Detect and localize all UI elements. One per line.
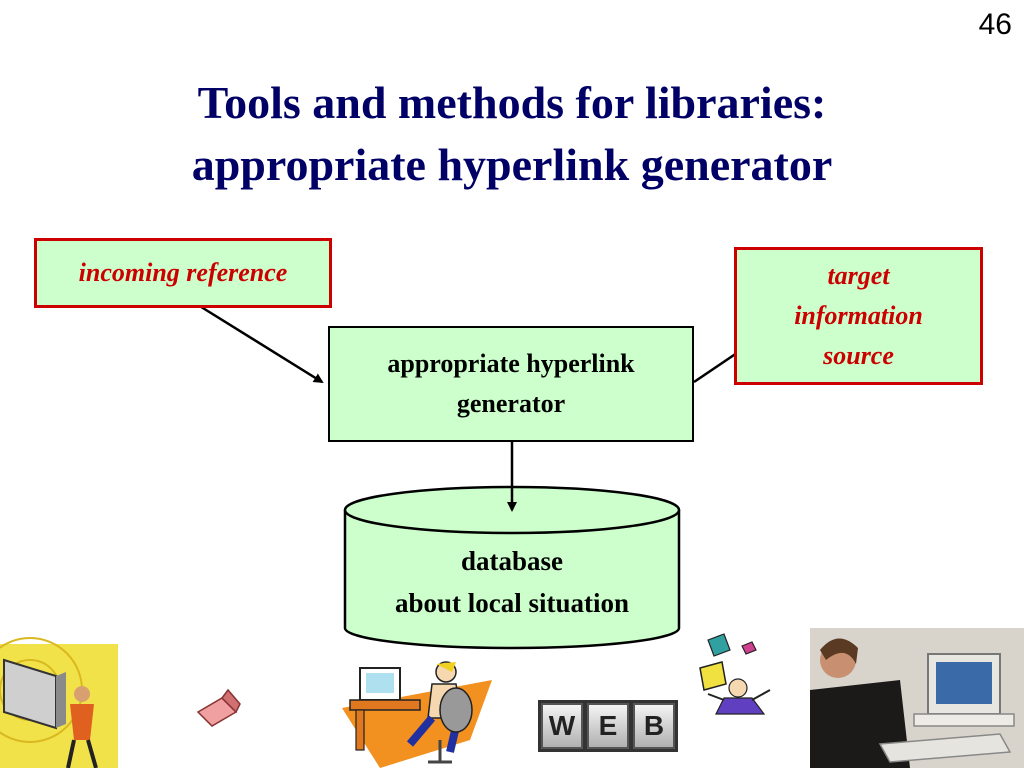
target-label-line1: target [827, 261, 890, 290]
generator-label-line1: appropriate hyperlink [387, 349, 635, 378]
computer-user-clipart [0, 637, 118, 768]
slide-title-line1: Tools and methods for libraries: [197, 77, 827, 128]
database-cylinder [343, 485, 681, 650]
slide-title: Tools and methods for libraries: appropr… [0, 72, 1024, 196]
hyperlink-generator-box: appropriate hyperlink generator [328, 326, 694, 442]
arrow-incoming-to-generator [189, 298, 324, 384]
web-key-w: W [541, 703, 583, 749]
web-keys-clipart: W E B [538, 700, 678, 752]
database-label: database about local situation [344, 540, 680, 624]
generator-label-line2: generator [456, 389, 566, 418]
flying-computers-clipart [699, 633, 771, 715]
woman-at-computer-photo [810, 628, 1024, 768]
database-label-line1: database [460, 546, 563, 576]
web-key-e: E [587, 703, 629, 749]
slide-title-line2: appropriate hyperlink generator [191, 139, 833, 190]
laptop-clipart [196, 688, 241, 727]
desk-worker-clipart [342, 661, 492, 768]
incoming-reference-box: incoming reference [34, 238, 332, 308]
incoming-reference-label: incoming reference [78, 258, 288, 287]
target-label-line3: source [823, 341, 894, 370]
target-information-source-box: target information source [734, 247, 983, 385]
target-label-line2: information [794, 301, 923, 330]
slide-number: 46 [978, 8, 1012, 41]
web-key-b: B [633, 703, 675, 749]
database-label-line2: about local situation [394, 588, 630, 618]
